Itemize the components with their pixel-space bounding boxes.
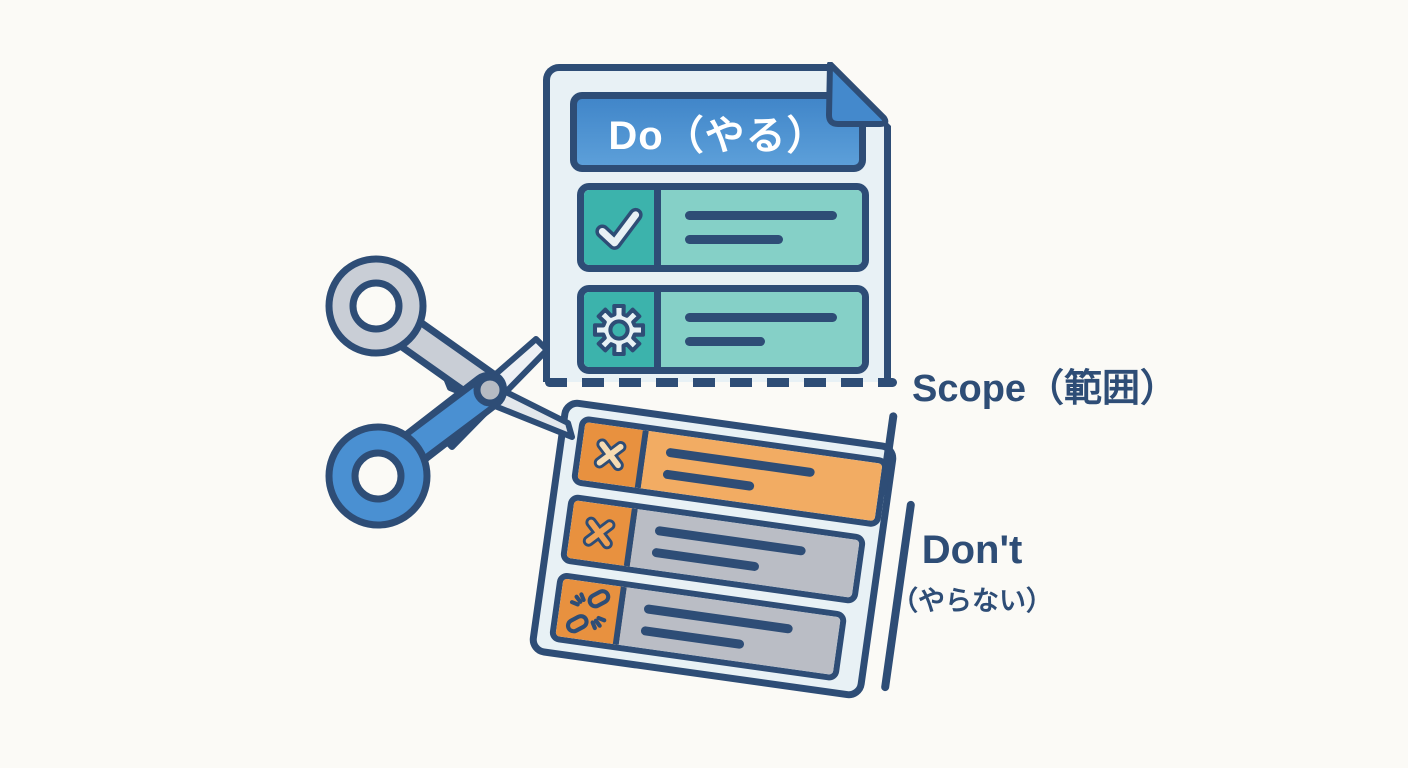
dont-row-icon-cell [555,578,627,645]
dont-label-line2: （やらない） [891,586,1053,616]
text-line-placeholder [651,547,760,572]
text-line-placeholder [640,625,745,649]
do-row-content [661,292,862,367]
text-line-placeholder [685,337,765,346]
dont-label-line1: Don't [921,528,1023,572]
check-icon [591,200,647,256]
broken-link-icon [565,589,611,634]
dont-row-x2 [559,493,867,605]
dont-row-broken-link [548,571,848,682]
do-row-gear [577,285,869,374]
dont-row-content [618,587,841,675]
folded-corner-icon [826,62,889,127]
dont-row-icon-cell [566,500,638,567]
cut-line [545,378,897,387]
text-line-placeholder [685,235,783,244]
do-row-check [577,183,869,272]
dont-card [527,397,899,701]
x-icon [582,516,616,550]
x-icon [593,438,627,472]
gear-icon [590,301,648,359]
text-line-placeholder [685,313,837,322]
dont-row-content [629,509,860,598]
do-title: Do（やる） [608,114,828,158]
scope-label: Scope（範囲） [912,368,1179,410]
dont-label: Don't （やらない） [862,528,1082,618]
text-line-placeholder [662,468,755,491]
text-line-placeholder [685,211,837,220]
do-header: Do（やる） [570,92,866,172]
do-row-icon-cell [584,190,661,265]
do-row-icon-cell [584,292,661,367]
dont-row-x1 [570,415,890,528]
dont-row-icon-cell [577,422,649,489]
do-row-content [661,190,862,265]
scissors-icon [325,255,575,529]
